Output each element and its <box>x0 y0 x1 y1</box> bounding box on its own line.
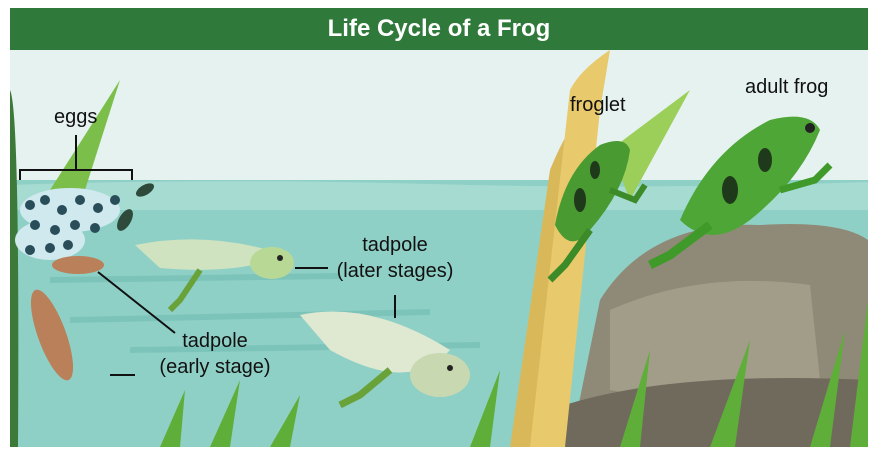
label-eggs: eggs <box>54 104 97 130</box>
early-tadpole <box>52 256 104 274</box>
label-adult-frog: adult frog <box>745 74 828 100</box>
label-tadpole-early-line2: (early stage) <box>150 354 280 380</box>
label-tadpole-later-line2: (later stages) <box>330 258 460 284</box>
label-froglet: froglet <box>570 92 626 118</box>
label-tadpole-early: tadpole (early stage) <box>150 328 280 380</box>
diagram-title: Life Cycle of a Frog <box>328 15 551 43</box>
title-bar: Life Cycle of a Frog <box>10 8 868 50</box>
label-tadpole-later-line1: tadpole <box>330 232 460 258</box>
label-tadpole-early-line1: tadpole <box>150 328 280 354</box>
pond-scene: eggs froglet adult frog tadpole (later s… <box>10 50 868 447</box>
label-tadpole-later: tadpole (later stages) <box>330 232 460 284</box>
